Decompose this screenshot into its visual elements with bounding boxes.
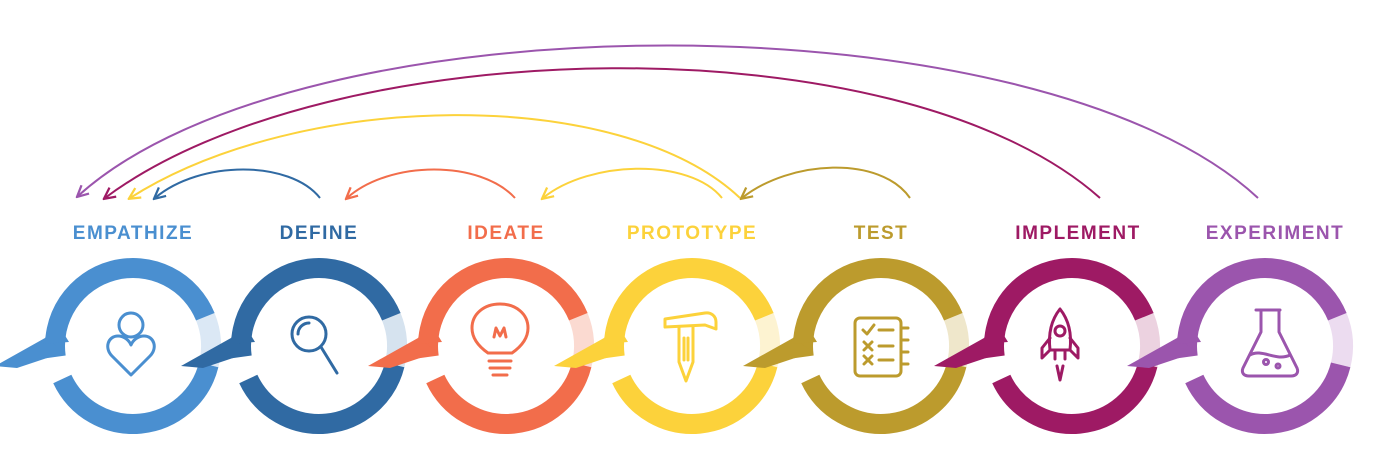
- stage-label-ideate: IDEATE: [467, 223, 544, 244]
- ring-arrow-tail: [1127, 338, 1197, 368]
- ring-arc-upper: [418, 258, 588, 359]
- loop-arrow-test-to-prototype: [742, 166, 911, 198]
- loop-arrow-prototype-to-ideate: [543, 167, 723, 198]
- ring-arrow-tail: [743, 338, 813, 368]
- ring-arrow-tail: [0, 338, 65, 368]
- ring-arc-lower: [426, 362, 592, 434]
- ring-arc-lower: [992, 362, 1158, 434]
- cycle-ring-prototype: [554, 258, 780, 434]
- loop-arrow-prototype-to-empathize: [130, 114, 741, 198]
- ring-arc-lower: [612, 362, 778, 434]
- cycle-ring-implement: [934, 258, 1160, 434]
- stage-label-experiment: EXPERIMENT: [1206, 223, 1345, 244]
- ring-arrow-head: [982, 316, 1008, 344]
- ring-arc-lower: [53, 362, 219, 434]
- flask-icon: [1240, 308, 1300, 378]
- ring-arc-upper: [231, 258, 401, 359]
- ring-arc-lower: [801, 362, 967, 434]
- loop-arrow-implement-to-empathize: [105, 67, 1101, 198]
- rocket-icon: [1040, 307, 1080, 382]
- ring-arrow-tail: [554, 338, 624, 368]
- ring-arc-upper: [793, 258, 963, 359]
- checklist-icon: [853, 316, 910, 378]
- stage-label-test: TEST: [854, 223, 909, 244]
- cycle-ring-empathize: [0, 258, 221, 434]
- stage-label-define: DEFINE: [280, 223, 359, 244]
- magnifier-icon: [290, 315, 339, 375]
- stage-label-prototype: PROTOTYPE: [627, 223, 757, 244]
- ring-arrow-head: [43, 316, 69, 344]
- hammer-pencil-icon: [663, 311, 718, 383]
- loop-arrow-ideate-to-define: [347, 168, 516, 199]
- loop-arrow-define-to-empathize: [155, 168, 321, 199]
- cycle-ring-define: [181, 258, 407, 434]
- feedback-arrows: [78, 44, 1259, 199]
- person-heart-icon: [106, 311, 156, 377]
- cycle-ring-experiment: [1127, 258, 1353, 434]
- ring-connector: [1327, 313, 1353, 368]
- cycle-ring-ideate: [368, 258, 594, 434]
- stage-label-empathize: EMPATHIZE: [73, 223, 193, 244]
- ring-arrow-head: [602, 316, 628, 344]
- ring-arrow-head: [229, 316, 255, 344]
- loop-arrow-experiment-to-empathize: [78, 44, 1259, 199]
- ring-arc-lower: [1185, 362, 1351, 434]
- lightbulb-icon: [470, 302, 530, 377]
- ring-arrow-head: [416, 316, 442, 344]
- stage-label-implement: IMPLEMENT: [1015, 223, 1140, 244]
- ring-arrow-tail: [934, 338, 1004, 368]
- ring-arrow-head: [1175, 316, 1201, 344]
- ring-arrow-head: [791, 316, 817, 344]
- ring-arc-lower: [239, 362, 405, 434]
- cycle-ring-test: [743, 258, 969, 434]
- ring-arrow-tail: [368, 338, 438, 368]
- ring-arrow-tail: [181, 338, 251, 368]
